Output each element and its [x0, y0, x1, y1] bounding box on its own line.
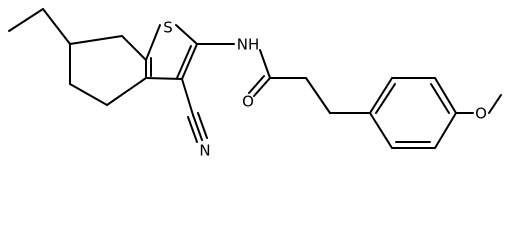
bond-c3-c3a [145, 77, 183, 80]
bond-c2-c3 [181, 43, 198, 80]
bond-ar-4 [434, 112, 457, 149]
bond-co-o [253, 77, 271, 97]
bond-nh-co [259, 49, 271, 79]
bond-ethyl-ch2 [42, 8, 71, 45]
bond-triple-b [187, 116, 198, 143]
bond-c7a-s [145, 24, 161, 61]
methoxy-o-label: O [475, 105, 487, 123]
bond-triple-c [197, 112, 208, 139]
sulfur-atom-label: S [163, 19, 173, 37]
bond-c6-c7 [69, 35, 123, 45]
bond-c5-c4 [69, 83, 108, 106]
bond-c7-c7a [121, 35, 147, 61]
molecule-canvas: S NH N O O [8, 8, 502, 160]
bonds [8, 8, 502, 149]
bond-triple-a [192, 114, 203, 141]
bond-c2-c3-double [176, 45, 192, 79]
amide-nh-label: NH [237, 36, 260, 54]
atom-labels: S NH N O O [163, 19, 487, 160]
bond-c4-c3a [106, 77, 147, 106]
bond-ethyl-ch3 [8, 8, 44, 32]
bond-o-ch3 [488, 94, 502, 114]
bond-c3-cn [181, 78, 194, 116]
bond-ar-6 [369, 112, 393, 149]
bond-ar-inner-1 [375, 83, 396, 114]
bond-co-o-double [248, 75, 265, 94]
bond-s-c2 [175, 24, 198, 45]
structure-diagram: S NH N O O [8, 8, 502, 160]
bond-ar-inner-2 [430, 83, 450, 114]
carbonyl-o-label: O [242, 93, 254, 111]
nitrile-n-label: N [199, 142, 210, 160]
bond-ch2-ch2 [305, 77, 331, 114]
bond-ar-1 [369, 77, 393, 114]
bond-ar-3 [434, 77, 457, 114]
